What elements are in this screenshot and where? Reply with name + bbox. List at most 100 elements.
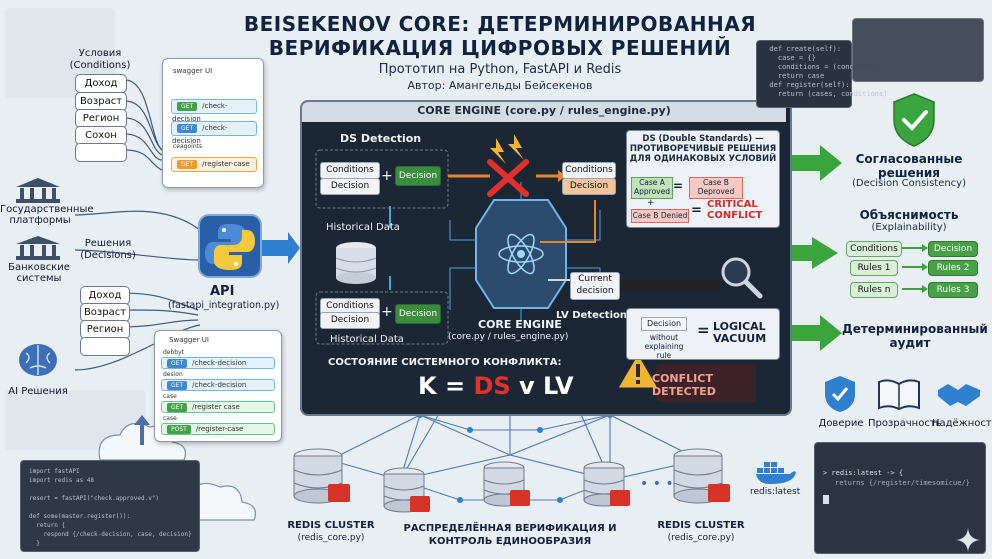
bank-icon <box>16 236 60 260</box>
consistency-subtitle: (Decision Consistency) <box>851 178 967 189</box>
formula-ds: DS <box>473 372 511 400</box>
lv-detection-label: LV Detection <box>556 310 627 321</box>
redis-cluster-left: REDIS CLUSTER <box>287 520 375 531</box>
decision-green-chip: Decision <box>395 166 441 186</box>
endpoint-path: /check-decision <box>172 124 228 145</box>
explainability-subtitle: (Explainability) <box>871 222 947 233</box>
endpoint-row[interactable]: GET/check-decision <box>161 379 275 391</box>
case-b-denied-chip: Case B Denied <box>631 209 689 223</box>
formula-lv: LV <box>543 372 574 400</box>
condition-pill: Доход <box>75 74 127 93</box>
terminal-panel: > redis:latest -> { returns {/register/t… <box>814 442 986 554</box>
redis-cluster-left-file: (redis_core.py) <box>297 533 365 543</box>
ds-explanation-box: DS (Double Standards) — ПРОТИВОРЕЧИВЫЕ Р… <box>626 130 780 228</box>
explain-pair-right: Rules 2 <box>928 260 978 276</box>
historical-data-label: Historical Data <box>330 334 404 345</box>
brain-icon <box>19 344 57 376</box>
decision-green-chip: Decision <box>395 304 441 324</box>
formula-k: K <box>418 372 437 400</box>
api-file: (fastapi_integration.py) <box>168 300 280 311</box>
distributed-verification-label: Распределённая верификация и контроль ед… <box>403 523 617 547</box>
endpoint-row[interactable]: GET/check-decision <box>171 121 257 145</box>
conditions-chip: Conditions <box>562 162 616 179</box>
case-a-chip: Case A Approved <box>631 177 673 199</box>
redis-cluster-graphics <box>293 448 730 513</box>
terminal-cursor <box>823 495 829 504</box>
explain-pair-left: Conditions <box>846 241 902 257</box>
logical-vacuum-text: LOGICAL VACUUM <box>713 320 767 345</box>
endpoint-row[interactable]: GET/register-case <box>171 157 257 172</box>
critical-conflict-text: CRITICAL CONFLICT <box>707 199 763 221</box>
trust-label: Прозрачность <box>868 418 942 429</box>
method-badge: GET <box>167 403 188 412</box>
ai-decisions-label: AI Решения <box>8 386 68 397</box>
conflict-detected-text: CONFLICT DETECTED <box>652 372 716 398</box>
title-line-1: BEISEKENOV CORE: ДЕТЕРМИНИРОВАННАЯ <box>243 12 757 36</box>
conditions-subtitle: (Conditions) <box>69 60 131 71</box>
equals-sign: = <box>691 203 702 218</box>
endpoint-path: /register-case <box>202 160 250 168</box>
swagger-title: swagger UI <box>173 67 213 75</box>
plus-sign: + <box>381 304 393 320</box>
ds-detection-label: DS Detection <box>340 132 422 145</box>
endpoint-path: /check-decision <box>172 102 228 123</box>
bank-systems-label: Банковские системы <box>8 262 70 284</box>
explain-pair-right: Rules 3 <box>928 282 978 298</box>
endpoint-path: /check-decision <box>192 359 247 367</box>
decision-pill: Регион <box>80 320 130 339</box>
government-building-icon <box>16 178 60 203</box>
api-label: API <box>210 284 235 299</box>
subtitle: Прототип на Python, FastAPI и Redis <box>378 62 622 77</box>
decision-chip: Decision <box>320 178 380 195</box>
code-panel-right-back <box>852 18 984 82</box>
docker-label: redis:latest <box>750 487 801 497</box>
explainability-title: Объяснимость <box>859 208 959 222</box>
endpoint-row[interactable]: GET/register case <box>161 401 275 413</box>
endpoint-row[interactable]: GET/check-decision <box>161 357 275 369</box>
gov-platforms-label: Государственные платформы <box>0 204 94 226</box>
explain-pair-left: Rules n <box>850 282 898 298</box>
terminal-line: returns {/register/timesomicue/} <box>835 479 970 487</box>
code-text: import fastAPI import redis as 48 resert… <box>29 468 192 547</box>
trust-label: Доверие <box>818 418 864 429</box>
handshake-icon <box>938 384 980 406</box>
method-badge: GET <box>167 381 188 390</box>
case-b-deproved-chip: Case B Deproved <box>689 177 743 199</box>
decision-chip-orange: Decision <box>562 178 616 195</box>
plus-sign: + <box>647 198 655 208</box>
python-logo-icon <box>198 214 262 278</box>
swagger-panel-bottom: Swagger UI debbyt GET/check-decision des… <box>154 330 282 442</box>
core-bar-title: CORE ENGINE (core.py / rules_engine.py) <box>417 104 671 117</box>
decision-pill: Доход <box>80 286 130 305</box>
endpoint-row[interactable]: GET/check-decision <box>171 99 257 123</box>
equals-sign: = <box>673 179 684 193</box>
formula-eq: = <box>444 372 466 400</box>
plus-sign: + <box>381 168 393 184</box>
redis-cluster-right: REDIS CLUSTER <box>657 520 745 531</box>
pair-arrows <box>902 244 928 293</box>
author: Автор: Амангельды Бейсекенов <box>407 79 593 92</box>
endpoint-row[interactable]: POST/register-case <box>161 423 275 435</box>
method-badge: GET <box>177 102 198 111</box>
endpoint-path: /register-case <box>195 425 244 433</box>
shield-icon <box>825 376 855 412</box>
condition-pill-empty <box>75 143 127 162</box>
decisions-subtitle: (Decisions) <box>80 250 136 261</box>
decisions-title: Решения <box>84 238 132 249</box>
docker-whale-icon <box>756 462 796 484</box>
conditions-title: Условия <box>78 48 122 59</box>
terminal-line: > redis:latest -> { <box>823 469 904 477</box>
page-title: BEISEKENOV CORE: ДЕТЕРМИНИРОВАННАЯ ВЕРИФ… <box>220 12 780 60</box>
conditions-chip: Conditions <box>320 162 380 179</box>
redis-cluster-right-file: (redis_core.py) <box>667 533 735 543</box>
group-label: desion <box>163 371 183 378</box>
endpoint-path: /check-decision <box>192 381 247 389</box>
endpoint-path: /register case <box>192 403 240 411</box>
method-badge: GET <box>177 124 198 133</box>
without-rule-text: without explaining rule <box>644 333 684 360</box>
shield-check-icon <box>893 93 935 147</box>
group-label: case <box>163 415 177 422</box>
method-badge: GET <box>177 160 198 169</box>
current-decision-chip: Current decision <box>570 272 620 300</box>
method-badge: GET <box>167 359 188 368</box>
